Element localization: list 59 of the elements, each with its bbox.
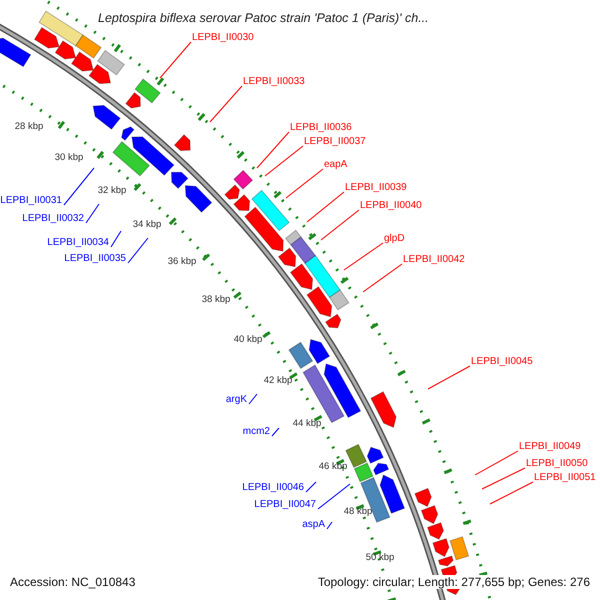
gene-label: LEPBI_II0033 bbox=[243, 76, 305, 88]
footer-text: Accession: NC_010843 bbox=[8, 575, 138, 589]
gene-label: LEPBI_II0036 bbox=[290, 122, 352, 134]
scale-tick-label: 34 kbp bbox=[132, 218, 162, 230]
scale-tick-label: 44 kbp bbox=[292, 418, 322, 428]
leader-line bbox=[318, 484, 350, 510]
gene-label: glpD bbox=[384, 233, 405, 245]
leader-line bbox=[272, 428, 280, 436]
gene-label: LEPBI_II0045 bbox=[471, 356, 533, 368]
gene-label: LEPBI_II0037 bbox=[304, 136, 366, 148]
leader-line bbox=[362, 264, 402, 292]
leader-line bbox=[344, 242, 384, 270]
scale-tick-label: 46 kbp bbox=[318, 460, 348, 472]
scale-tick-label: 32 kbp bbox=[98, 184, 126, 196]
leader-line bbox=[306, 192, 344, 222]
gene-label: LEPBI_II0042 bbox=[403, 254, 465, 266]
leader-line bbox=[110, 230, 122, 248]
scale-tick-label: 28 kbp bbox=[14, 120, 44, 132]
scale-tick-label: 48 kbp bbox=[344, 506, 372, 516]
footer-text: Topology: circular; Length: 277,655 bp; Genes: 276 bbox=[316, 575, 592, 589]
gene-label: LEPBI_II0031 bbox=[0, 195, 62, 207]
gene-label: eapA bbox=[324, 159, 348, 171]
gene-label: mcm2 bbox=[242, 426, 270, 438]
scale-tick-label: 50 kbp bbox=[366, 552, 394, 562]
leader-line bbox=[264, 146, 304, 176]
gene-label: LEPBI_II0030 bbox=[192, 32, 254, 44]
gene-label: LEPBI_II0047 bbox=[254, 499, 316, 511]
leader-line bbox=[490, 482, 534, 504]
leader-line bbox=[428, 366, 470, 390]
leader-line bbox=[306, 482, 316, 492]
scale-tick-label: 38 kbp bbox=[202, 294, 230, 304]
leader-line bbox=[128, 238, 148, 264]
leader-line bbox=[482, 468, 526, 490]
map-title: Leptospira biflexa serovar Patoc strain 'Patoc 1 (Paris)' ch... bbox=[98, 11, 429, 26]
leader-line bbox=[320, 210, 360, 240]
gene-label: LEPBI_II0032 bbox=[22, 213, 84, 225]
scale-tick-label: 40 kbp bbox=[234, 334, 262, 344]
gene-label: LEPBI_II0034 bbox=[47, 237, 109, 249]
leader-line bbox=[160, 42, 192, 78]
leader-line bbox=[474, 450, 518, 476]
scale-tick-label: 42 kbp bbox=[264, 374, 292, 386]
gene-label: LEPBI_II0046 bbox=[242, 482, 304, 494]
leader-line bbox=[326, 522, 332, 530]
leader-line bbox=[248, 394, 258, 404]
gene-label: LEPBI_II0049 bbox=[519, 441, 581, 453]
scale-tick-label: 30 kbp bbox=[54, 152, 84, 162]
gene-label: LEPBI_II0040 bbox=[360, 200, 422, 212]
leader-line bbox=[256, 132, 290, 168]
gene-label: LEPBI_II0039 bbox=[345, 182, 407, 194]
leader-line bbox=[86, 204, 100, 224]
gene-label: LEPBI_II0035 bbox=[64, 253, 126, 265]
leader-line bbox=[286, 168, 324, 198]
leader-line bbox=[64, 168, 94, 206]
scale-tick-label: 36 kbp bbox=[168, 256, 196, 266]
gene-label: aspA bbox=[302, 519, 325, 531]
gene-label: LEPBI_II0050 bbox=[526, 458, 588, 470]
gene-label: LEPBI_II0051 bbox=[534, 472, 596, 484]
gene-label: argK bbox=[226, 394, 247, 406]
leader-line bbox=[210, 86, 242, 122]
